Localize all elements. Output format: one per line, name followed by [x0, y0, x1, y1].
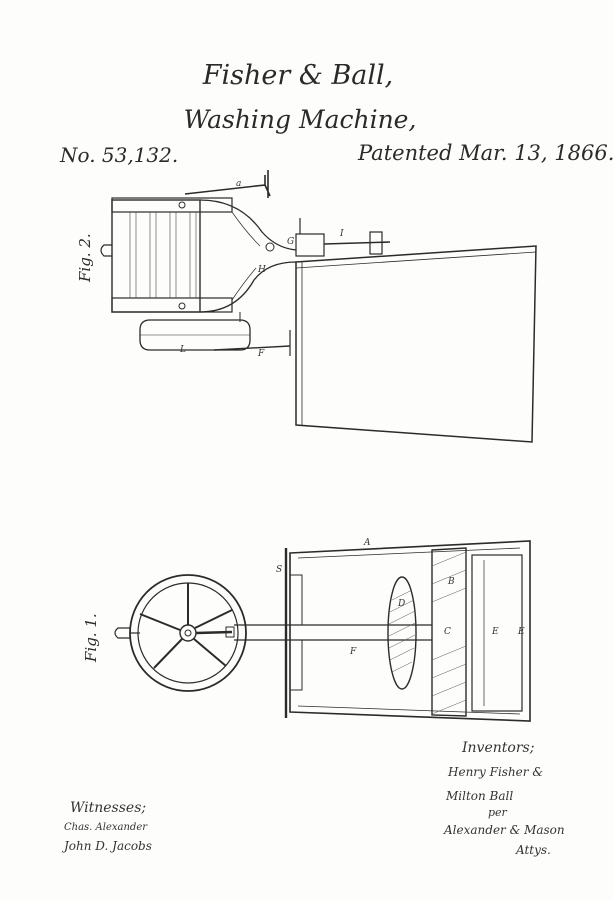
part-label-B: B — [447, 577, 455, 587]
fig2-label: Fig. 2. — [76, 233, 94, 283]
fig2-tub — [295, 245, 537, 443]
fig2-bracket-inner — [231, 211, 261, 301]
fig2-screw-nut — [369, 231, 383, 255]
fig1-flywheel-hub — [179, 624, 197, 642]
fig1-label: Fig. 1. — [82, 613, 100, 663]
fig1-rod-joint — [225, 626, 235, 638]
fig2-screw-housing — [295, 233, 325, 257]
fig1-left-wall-lower — [289, 639, 303, 691]
part-label-F-fig1: F — [349, 647, 357, 657]
inventors-attorney: Alexander & Mason — [443, 823, 565, 837]
fig1-tub-inner-bottom — [297, 705, 521, 715]
fig2-bracket-bolt — [265, 242, 275, 252]
inventor-name-1: Henry Fisher & — [447, 765, 543, 779]
fig2-wheel-disc — [139, 319, 251, 351]
fig1-pitman-rod — [195, 630, 233, 635]
inventors-heading: Inventors; — [461, 740, 534, 756]
fig1-partition-hatching — [431, 551, 467, 715]
fig2-rollers — [129, 212, 197, 298]
fig2-bolt-top — [178, 201, 186, 209]
fig2-crank-handle — [184, 170, 271, 198]
fig2-bracket — [199, 199, 297, 313]
fig1-handle — [114, 627, 130, 639]
witness-name-1: Chas. Alexander — [64, 822, 148, 833]
header-invention: Washing Machine, — [184, 105, 417, 134]
part-label-D: D — [397, 599, 405, 609]
fig2-screw-rod — [323, 241, 391, 245]
part-label-F-fig2: F — [257, 349, 265, 359]
witnesses-block: Witnesses; Chas. Alexander John D. Jacob… — [61, 800, 152, 853]
fig1-tub-inner-top — [297, 547, 521, 559]
fig1-right-chamber — [471, 554, 523, 712]
figure-1: Fig. 1. F A S — [82, 538, 531, 722]
fig2-pitman-rod — [213, 345, 291, 351]
witness-name-2: John D. Jacobs — [61, 839, 152, 853]
fig2-tub-rim — [295, 251, 537, 269]
part-label-G: G — [287, 237, 294, 247]
part-label-H: H — [257, 265, 266, 275]
part-label-E-small: E — [517, 627, 525, 637]
inventor-name-2: Milton Ball — [445, 789, 513, 803]
part-label-I: I — [339, 229, 344, 239]
part-label-E: E — [491, 627, 499, 637]
header-inventors-title: Fisher & Ball, — [202, 60, 394, 91]
inventors-block: Inventors; Henry Fisher & Milton Ball pe… — [443, 740, 565, 857]
fig2-frame-bottom-bar — [111, 297, 233, 313]
inventors-attys: Attys. — [515, 843, 551, 857]
header-patented-date: Patented Mar. 13, 1866. — [357, 141, 613, 165]
part-label-C: C — [444, 627, 451, 637]
fig2-knob — [100, 244, 112, 257]
fig1-plunger-hatching — [388, 589, 416, 673]
fig2-bolt-bottom — [178, 302, 186, 310]
part-label-a: a — [236, 179, 241, 189]
figure-2: Fig. 2. a H G — [76, 170, 537, 443]
part-label-S: S — [276, 565, 282, 575]
fig1-flywheel-spokes — [139, 583, 233, 669]
inventors-per: per — [488, 806, 508, 819]
part-label-L: L — [179, 345, 186, 355]
part-label-A: A — [363, 538, 371, 548]
witnesses-heading: Witnesses; — [70, 800, 146, 816]
fig1-flywheel-axle — [184, 629, 192, 637]
fig1-plunger-disc — [387, 576, 417, 690]
fig1-left-wall — [289, 574, 303, 626]
header-patent-number: No. 53,132. — [59, 143, 178, 167]
fig2-frame-top-bar — [111, 197, 233, 213]
